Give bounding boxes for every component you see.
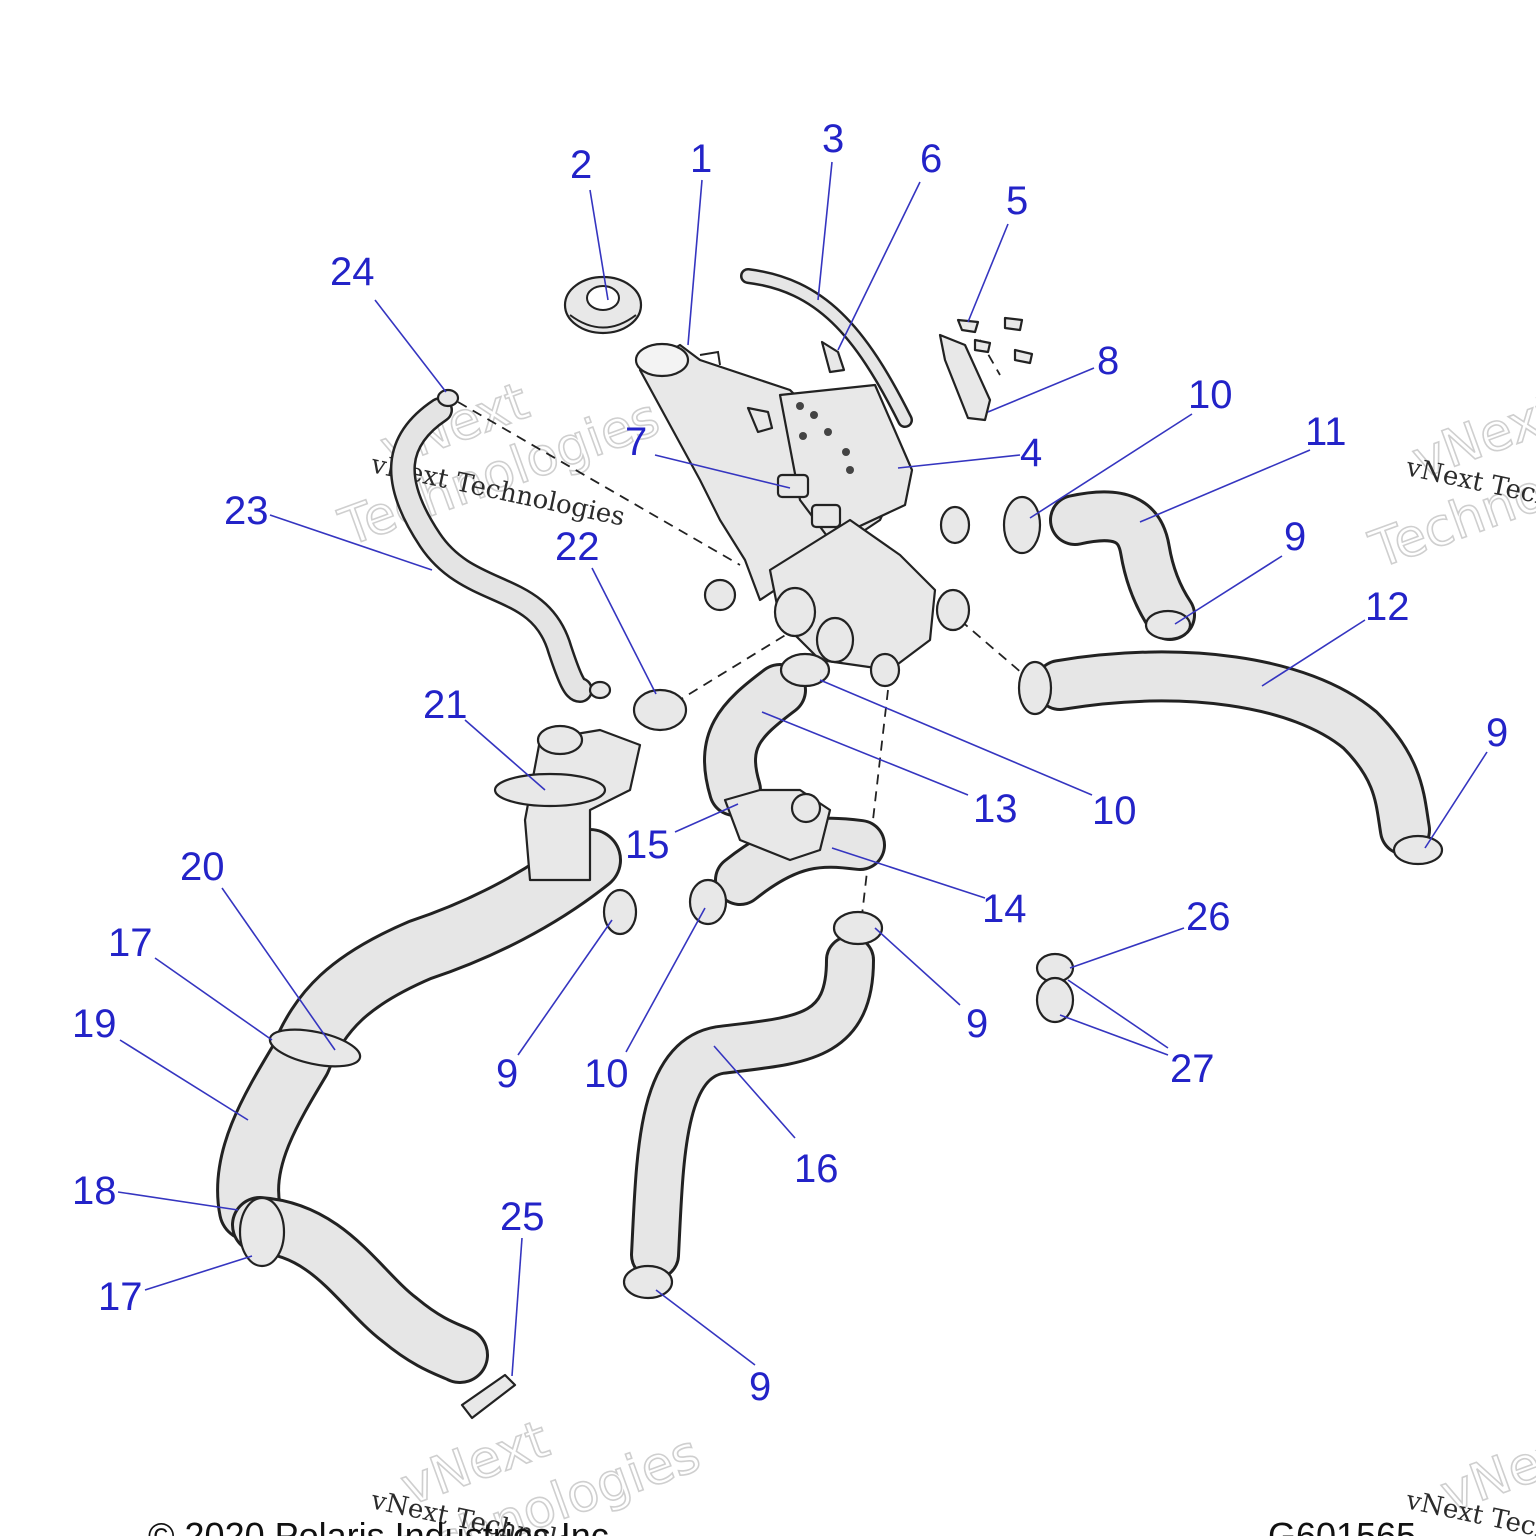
callout-11: 11 xyxy=(1305,410,1347,454)
clamp-9-bottom xyxy=(622,1264,674,1300)
callout-27: 27 xyxy=(1170,1047,1215,1091)
callout-22: 22 xyxy=(555,525,600,569)
callout-25: 25 xyxy=(500,1195,545,1239)
callout-15: 15 xyxy=(625,823,670,867)
callout-9: 9 xyxy=(966,1002,988,1046)
bleed-hose-23 xyxy=(389,397,593,703)
callout-23: 23 xyxy=(224,489,269,533)
callout-17: 17 xyxy=(98,1275,143,1319)
radiator-cap-2 xyxy=(563,275,643,335)
callout-21: 21 xyxy=(423,683,468,727)
clamp-10-mid xyxy=(1017,660,1053,716)
clamp-9-center xyxy=(832,910,884,946)
callout-10: 10 xyxy=(1188,373,1233,417)
clamp-17-lower xyxy=(238,1196,286,1268)
callout-4: 4 xyxy=(1020,431,1042,475)
clip-7 xyxy=(776,473,842,529)
clamp-10-upper xyxy=(1002,495,1042,555)
callout-13: 13 xyxy=(973,787,1018,831)
callout-3: 3 xyxy=(822,117,844,161)
clamp-22 xyxy=(632,688,688,732)
mounting-plate-4 xyxy=(778,383,914,542)
leader-lines xyxy=(117,161,1488,1377)
clamp-27 xyxy=(1035,976,1075,1024)
callout-16: 16 xyxy=(794,1147,839,1191)
hose-16 xyxy=(630,935,875,1280)
clamp-9-left xyxy=(602,888,638,936)
hose-13 xyxy=(703,663,807,817)
callout-24: 24 xyxy=(330,250,375,294)
callout-9: 9 xyxy=(1486,711,1508,755)
clamp-9-upper xyxy=(1144,609,1192,641)
y-fitting-15 xyxy=(723,788,832,862)
clamp-10-inner xyxy=(779,652,831,688)
clamp-24 xyxy=(436,388,460,408)
callout-18: 18 xyxy=(72,1169,117,1213)
callout-17: 17 xyxy=(108,921,153,965)
hose-12 xyxy=(1034,650,1431,856)
callout-12: 12 xyxy=(1365,585,1410,629)
hose-18 xyxy=(231,1196,489,1384)
filler-neck-21 xyxy=(493,724,642,882)
callout-10: 10 xyxy=(1092,789,1137,833)
hose-20 xyxy=(216,828,622,1242)
callout-9: 9 xyxy=(496,1052,518,1096)
hose-group xyxy=(216,268,1431,1384)
footer: © 2020 Polaris Industries Inc. G601565 xyxy=(148,1515,1416,1536)
callout-9: 9 xyxy=(1284,515,1306,559)
callout-7: 7 xyxy=(625,420,647,464)
clamp-23-end xyxy=(588,680,612,700)
callout-1: 1 xyxy=(690,137,712,181)
clamp-25 xyxy=(460,1373,517,1420)
fitting-6 xyxy=(746,340,846,434)
callout-10: 10 xyxy=(584,1052,629,1096)
bracket-8 xyxy=(938,333,992,422)
clamp-group xyxy=(238,388,1444,1420)
clamp-9-right xyxy=(1392,834,1444,866)
screws-5 xyxy=(956,316,1034,365)
hose-11 xyxy=(1049,490,1196,641)
callout-9: 9 xyxy=(749,1365,771,1409)
callout-8: 8 xyxy=(1097,339,1119,383)
callout-labels: 1 2 3 6 5 24 8 10 7 4 11 23 22 9 12 21 9… xyxy=(72,117,1508,1409)
thermostat-housing xyxy=(768,505,971,688)
callout-5: 5 xyxy=(1006,179,1028,223)
callout-19: 19 xyxy=(72,1002,117,1046)
callout-20: 20 xyxy=(180,845,225,889)
copyright-text: © 2020 Polaris Industries Inc. xyxy=(148,1515,619,1536)
callout-6: 6 xyxy=(920,137,942,181)
callout-14: 14 xyxy=(982,887,1027,931)
callout-2: 2 xyxy=(570,143,592,187)
overflow-tube-3 xyxy=(740,268,913,428)
clamp-hose-tank xyxy=(703,578,737,612)
drawing-id: G601565 xyxy=(1268,1515,1416,1536)
clamp-10-lower xyxy=(688,878,728,926)
callout-26: 26 xyxy=(1186,895,1231,939)
